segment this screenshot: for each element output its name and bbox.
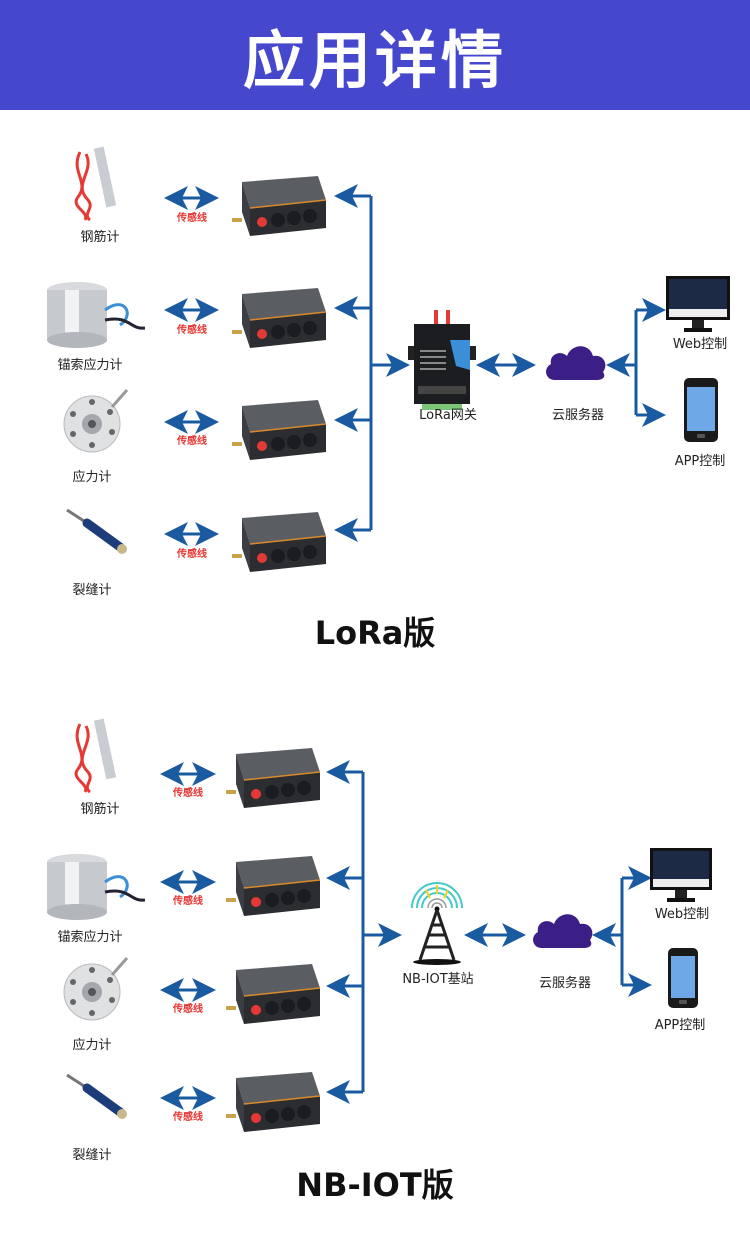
cable-label: 传感线 bbox=[177, 325, 207, 336]
sensor-label: 钢筋计 bbox=[80, 802, 120, 817]
monitor-icon bbox=[650, 848, 712, 906]
cable-label-wrap: 传感线 bbox=[162, 543, 222, 560]
cable-label-wrap: 传感线 bbox=[158, 998, 218, 1015]
collector-node-icon bbox=[230, 394, 330, 464]
sensor-label: 钢筋计 bbox=[80, 230, 120, 245]
rebar-meter-icon bbox=[60, 714, 140, 794]
client-label: Web控制 bbox=[672, 337, 728, 352]
collector-node-icon bbox=[230, 506, 330, 576]
cable-label: 传感线 bbox=[177, 436, 207, 447]
collector-node-icon bbox=[224, 742, 324, 812]
page-title: 应用详情 bbox=[242, 24, 507, 97]
sensor-crack-meter: 裂缝计 bbox=[37, 495, 147, 598]
nbiot-connector-lines bbox=[160, 760, 652, 1110]
sensor-anchor-cable-stress-meter: 锚索应力计 bbox=[35, 270, 145, 373]
crack-meter-icon bbox=[52, 1060, 132, 1140]
nbiot-diagram: 钢筋计 锚索应力计 应力计 裂缝计 传感线 传感线 传感线 传感线 NB-IOT… bbox=[0, 700, 750, 1243]
lora-diagram: 钢筋计 锚索应力计 应力计 裂缝计 传感线 传感线 传感线 传感线 LoRa网关… bbox=[0, 130, 750, 670]
sensor-anchor-cable-stress-meter: 锚索应力计 bbox=[35, 842, 145, 945]
cloud-icon bbox=[530, 908, 596, 952]
cable-label: 传感线 bbox=[173, 1004, 203, 1015]
sensor-label: 裂缝计 bbox=[72, 1148, 112, 1163]
section-title: LoRa版 bbox=[314, 614, 436, 652]
collector-node-icon bbox=[224, 850, 324, 920]
cable-label: 传感线 bbox=[173, 1112, 203, 1123]
lora-connector-lines bbox=[164, 184, 666, 546]
smartphone-icon bbox=[668, 948, 698, 1008]
client-label: APP控制 bbox=[654, 1018, 706, 1033]
client-label: Web控制 bbox=[654, 907, 710, 922]
cable-label-wrap: 传感线 bbox=[162, 319, 222, 336]
cell-tower-icon bbox=[404, 880, 470, 965]
sensor-label: 锚索应力计 bbox=[57, 358, 123, 373]
cable-label-wrap: 传感线 bbox=[158, 1106, 218, 1123]
sensor-rebar-meter: 钢筋计 bbox=[45, 714, 155, 817]
sensor-stress-meter: 应力计 bbox=[37, 950, 147, 1053]
sensor-label: 应力计 bbox=[72, 470, 112, 485]
cable-label: 传感线 bbox=[173, 896, 203, 907]
rebar-meter-icon bbox=[60, 142, 140, 222]
cable-label-wrap: 传感线 bbox=[158, 782, 218, 799]
sensor-rebar-meter: 钢筋计 bbox=[45, 142, 155, 245]
page-header: 应用详情 bbox=[0, 0, 750, 110]
client-label: APP控制 bbox=[674, 454, 726, 469]
collector-node-icon bbox=[230, 170, 330, 240]
sensor-label: 应力计 bbox=[72, 1038, 112, 1053]
cloud-label: 云服务器 bbox=[551, 408, 604, 423]
collector-node-icon bbox=[230, 282, 330, 352]
section-title: NB-IOT版 bbox=[296, 1166, 454, 1204]
sensor-label: 锚索应力计 bbox=[57, 930, 123, 945]
cable-label: 传感线 bbox=[177, 549, 207, 560]
sensor-crack-meter: 裂缝计 bbox=[37, 1060, 147, 1163]
hub-label: NB-IOT基站 bbox=[402, 972, 474, 987]
monitor-icon bbox=[666, 276, 730, 336]
cable-label: 传感线 bbox=[177, 213, 207, 224]
cloud-icon bbox=[543, 340, 609, 384]
sensor-stress-meter: 应力计 bbox=[37, 382, 147, 485]
cable-label-wrap: 传感线 bbox=[158, 890, 218, 907]
collector-node-icon bbox=[224, 958, 324, 1028]
stress-meter-icon bbox=[52, 950, 132, 1030]
smartphone-icon bbox=[684, 378, 718, 442]
collector-node-icon bbox=[224, 1066, 324, 1136]
sensor-label: 裂缝计 bbox=[72, 583, 112, 598]
hub-label: LoRa网关 bbox=[419, 408, 477, 423]
stress-meter-icon bbox=[52, 382, 132, 462]
cloud-label: 云服务器 bbox=[538, 976, 591, 991]
cable-label-wrap: 传感线 bbox=[162, 207, 222, 224]
anchor-cable-stress-meter-icon bbox=[35, 842, 145, 922]
cable-label: 传感线 bbox=[173, 788, 203, 799]
crack-meter-icon bbox=[52, 495, 132, 575]
lora-gateway-icon bbox=[404, 310, 480, 410]
cable-label-wrap: 传感线 bbox=[162, 430, 222, 447]
anchor-cable-stress-meter-icon bbox=[35, 270, 145, 350]
